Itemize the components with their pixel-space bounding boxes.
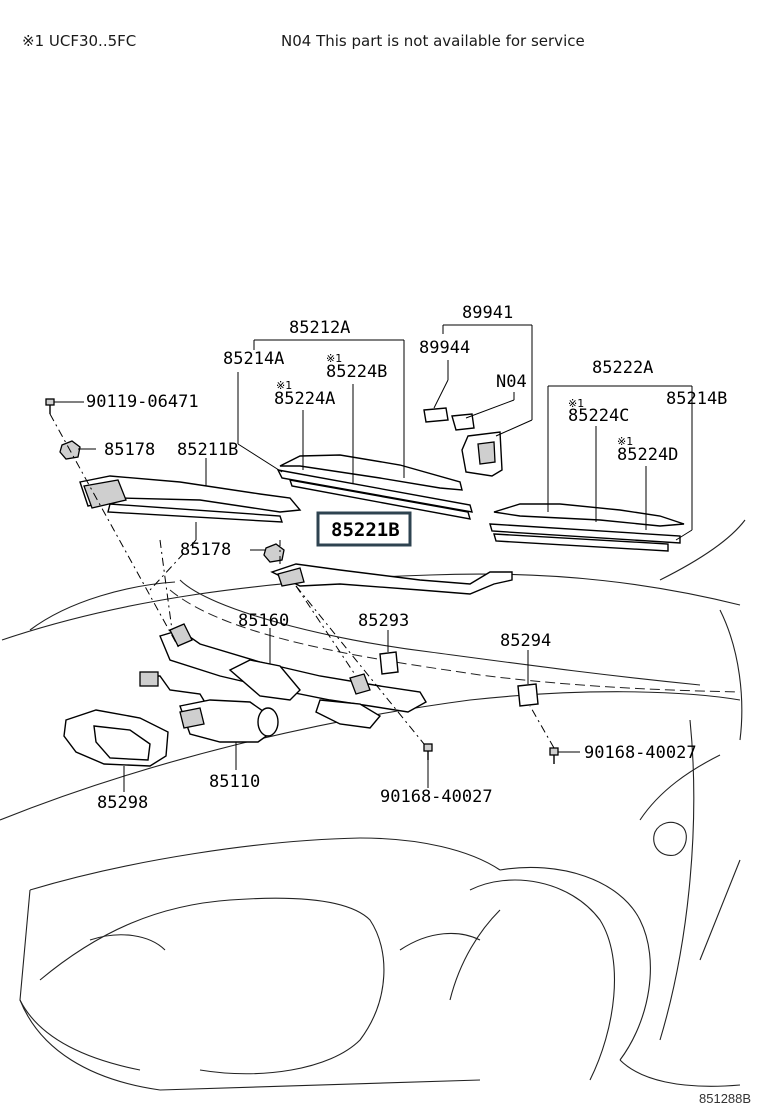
bolt-90168-40027-left[interactable] [423,743,433,760]
leader-lines [49,324,693,792]
part-label-85293[interactable]: 85293 [358,611,409,631]
part-label-85224A[interactable]: 85224A [274,389,335,409]
catalog-code: 851288B [699,1091,751,1106]
part-label-89944[interactable]: 89944 [419,338,470,358]
highlight-box [316,511,412,547]
star-marker-85224D: ※1 [617,435,633,448]
part-label-85224C[interactable]: 85224C [568,406,629,426]
star-marker-85224B: ※1 [326,352,342,365]
bolt-90168-40027-right[interactable] [549,747,559,764]
wiper-motor[interactable] [139,671,279,743]
part-label-85178-top[interactable]: 85178 [104,440,155,460]
part-label-N04[interactable]: N04 [496,372,527,392]
part-label-85160[interactable]: 85160 [238,611,289,631]
star-marker-85224A: ※1 [276,379,292,392]
n04-note-text: N04 This part is not available for servi… [281,32,585,50]
part-label-85214A[interactable]: 85214A [223,349,284,369]
part-label-85224B[interactable]: 85224B [326,362,387,382]
part-label-85221B[interactable]: 85221B [331,519,400,541]
part-label-85212A[interactable]: 85212A [289,318,350,338]
part-label-85298[interactable]: 85298 [97,793,148,813]
wiper-link-assembly[interactable] [159,623,427,729]
bolt-90119-06471[interactable] [45,398,55,414]
part-label-85214B[interactable]: 85214B [666,389,727,409]
wiper-blade-right[interactable] [489,503,685,552]
footnote-text: ※1 UCF30..5FC [22,32,136,50]
motor-cover[interactable] [63,709,169,767]
part-label-85294[interactable]: 85294 [500,631,551,651]
highlighted-part-85221B[interactable]: 85221B [316,511,412,547]
part-label-85222A[interactable]: 85222A [592,358,653,378]
part-label-90168-40027-bottom[interactable]: 90168-40027 [380,787,493,807]
part-label-85178-mid[interactable]: 85178 [180,540,231,560]
wiper-arm-left[interactable] [79,475,302,523]
star-marker-85224C: ※1 [568,397,584,410]
part-85294[interactable] [517,683,539,707]
part-label-90119-06471[interactable]: 90119-06471 [86,392,199,412]
part-label-85211B[interactable]: 85211B [177,440,238,460]
part-label-90168-40027-right[interactable]: 90168-40027 [584,743,697,763]
nut-85178-mid[interactable] [263,543,285,563]
part-label-89941[interactable]: 89941 [462,303,513,323]
wiper-arm-right[interactable] [270,563,513,595]
wiper-blade-left[interactable] [276,454,473,520]
blade-clip-parts[interactable] [423,407,503,477]
part-label-85110[interactable]: 85110 [209,772,260,792]
car-body-outline [0,519,746,1091]
part-label-85224D[interactable]: 85224D [617,445,678,465]
part-85293[interactable] [379,651,399,675]
